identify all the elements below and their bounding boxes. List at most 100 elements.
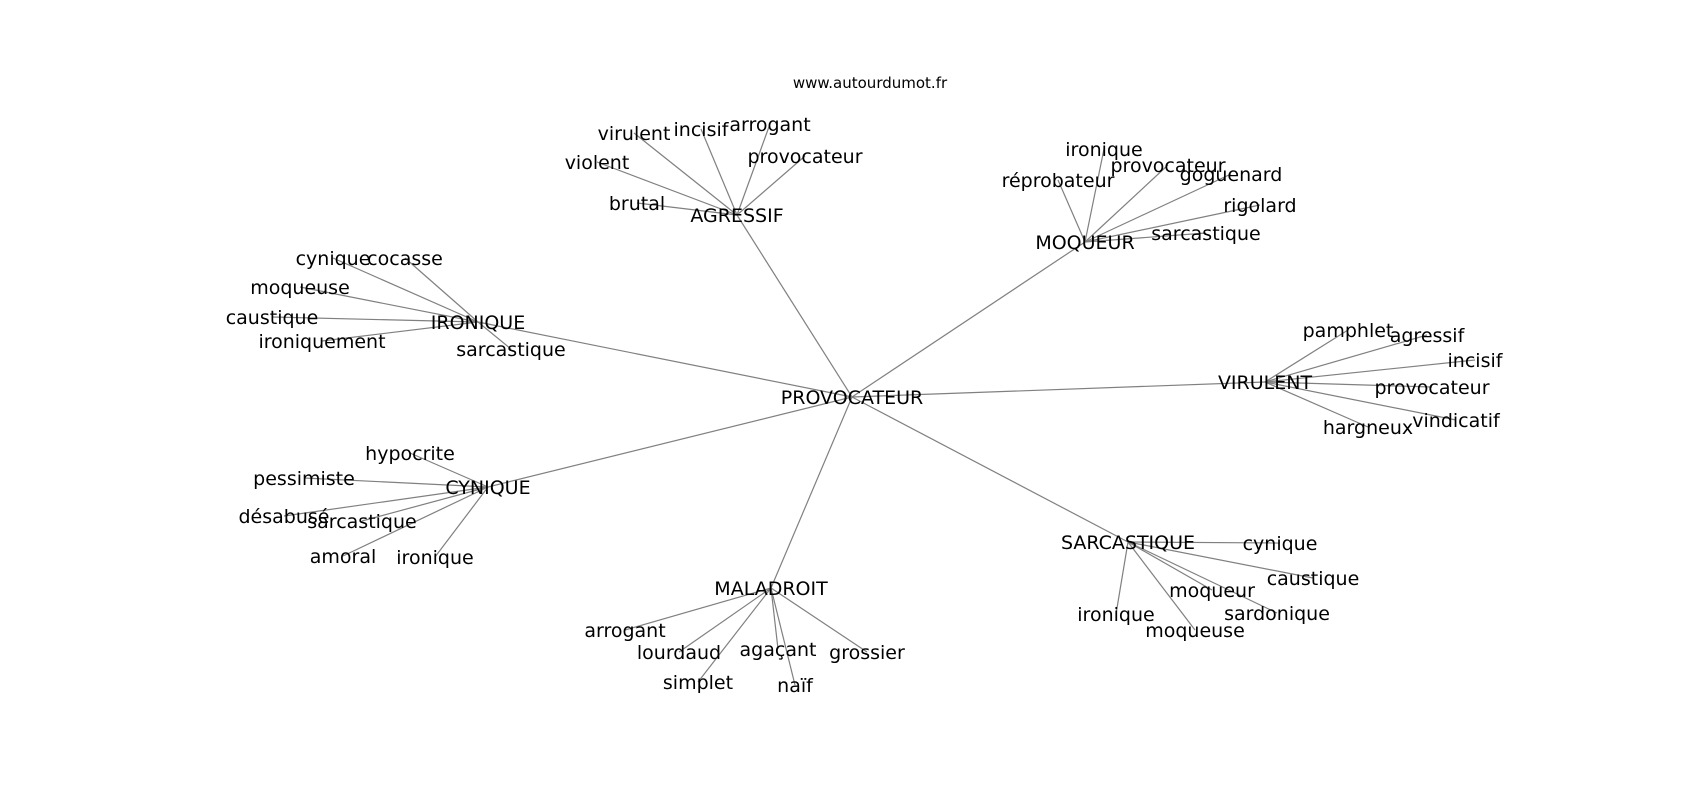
edge-hub-to-leaf: [736, 123, 771, 216]
leaf-node-label: sarcastique: [456, 339, 565, 361]
edge-hub-to-leaf: [1127, 541, 1196, 631]
edge-center-to-hub: [851, 396, 1129, 543]
edge-hub-to-leaf: [1264, 381, 1369, 428]
hub-node-label: VIRULENT: [1218, 372, 1313, 394]
edge-hub-to-leaf: [770, 587, 779, 650]
edge-center-to-hub: [851, 241, 1086, 398]
edge-hub-to-leaf: [1084, 148, 1105, 243]
leaf-node-label: moqueur: [1169, 580, 1255, 602]
edge-hub-to-leaf: [1115, 541, 1129, 615]
edge-hub-to-leaf: [636, 202, 738, 216]
edge-hub-to-leaf: [633, 132, 738, 216]
leaf-node-label: cynique: [1243, 533, 1318, 555]
edge-hub-to-leaf: [1264, 359, 1476, 383]
leaf-node-label: provocateur: [1374, 377, 1489, 399]
hub-node-label: AGRESSIF: [690, 205, 783, 227]
edge-hub-to-leaf: [596, 161, 738, 216]
edge-hub-to-leaf: [477, 321, 512, 350]
leaf-node-label: rigolard: [1223, 195, 1296, 217]
hub-node-label: IRONIQUE: [431, 312, 525, 334]
leaf-node-label: arrogant: [729, 114, 810, 136]
edge-hub-to-leaf: [283, 486, 489, 517]
edge-hub-to-leaf: [404, 257, 479, 323]
edge-hub-to-leaf: [1264, 334, 1428, 383]
leaf-node-label: moqueuse: [250, 277, 350, 299]
watermark-text: www.autourdumot.fr: [793, 74, 948, 92]
leaf-node-label: hargneux: [1323, 417, 1413, 439]
leaf-node-label: caustique: [226, 307, 319, 329]
leaf-node-label: sarcastique: [307, 511, 416, 533]
leaf-node-label: ironique: [1077, 604, 1154, 626]
edges-layer: [271, 123, 1476, 686]
leaf-node-label: amoral: [310, 546, 377, 568]
leaf-node-label: sarcastique: [1151, 223, 1260, 245]
edge-hub-to-leaf: [1084, 232, 1207, 243]
edge-hub-to-leaf: [303, 477, 489, 488]
edge-hub-to-leaf: [700, 128, 738, 216]
leaf-node-label: incisif: [674, 119, 730, 141]
leaf-node-label: incisif: [1448, 350, 1504, 372]
edge-hub-to-leaf: [1084, 204, 1261, 243]
leaf-node-label: provocateur: [747, 146, 862, 168]
leaf-node-label: arrogant: [584, 620, 665, 642]
leaf-node-label: moqueuse: [1145, 620, 1245, 642]
edge-center-to-hub: [851, 381, 1266, 398]
leaf-node-label: virulent: [598, 123, 671, 145]
edge-hub-to-leaf: [678, 587, 772, 653]
edge-hub-to-leaf: [1127, 541, 1281, 544]
center-node-label: PROVOCATEUR: [781, 387, 923, 409]
leaf-node-label: ironique: [1065, 139, 1142, 161]
leaf-node-label: cocasse: [367, 248, 443, 270]
leaf-node-label: brutal: [609, 193, 665, 215]
leaf-node-label: cynique: [296, 248, 371, 270]
leaf-node-label: agaçant: [740, 639, 817, 661]
edge-hub-to-leaf: [736, 155, 806, 216]
leaf-node-label: ironique: [396, 547, 473, 569]
leaf-node-label: sardonique: [1224, 603, 1330, 625]
edge-hub-to-leaf: [1264, 381, 1433, 388]
leaf-node-label: réprobateur: [1002, 170, 1115, 192]
edge-hub-to-leaf: [770, 587, 796, 686]
leaf-node-label: provocateur: [1110, 155, 1225, 177]
edge-center-to-hub: [477, 321, 853, 398]
leaf-node-label: grossier: [829, 642, 905, 664]
hub-node-label: MOQUEUR: [1035, 232, 1134, 254]
edge-hub-to-leaf: [1264, 329, 1349, 383]
leaf-node-label: pamphlet: [1303, 320, 1394, 342]
edge-hub-to-leaf: [1084, 173, 1232, 243]
edge-hub-to-leaf: [332, 257, 479, 323]
edge-hub-to-leaf: [770, 587, 868, 653]
edge-hub-to-leaf: [271, 316, 479, 323]
leaf-node-label: pessimiste: [253, 468, 355, 490]
edge-hub-to-leaf: [1127, 541, 1314, 579]
leaf-node-label: vindicatif: [1412, 410, 1501, 432]
hub-node-label: MALADROIT: [714, 578, 828, 600]
leaf-node-label: naïf: [777, 675, 814, 697]
leaf-node-label: violent: [565, 152, 630, 174]
leaf-node-label: ironiquement: [258, 331, 385, 353]
edge-hub-to-leaf: [697, 587, 772, 683]
leaf-node-label: désabusé: [239, 506, 330, 528]
edge-hub-to-leaf: [342, 486, 489, 557]
edge-hub-to-leaf: [1127, 541, 1278, 614]
leaf-node-label: goguenard: [1180, 164, 1283, 186]
edge-hub-to-leaf: [1264, 381, 1457, 421]
leaf-node-label: simplet: [663, 672, 733, 694]
edge-hub-to-leaf: [361, 486, 489, 522]
hub-node-label: CYNIQUE: [445, 477, 530, 499]
leaf-node-label: lourdaud: [637, 642, 721, 664]
edge-hub-to-leaf: [321, 321, 479, 342]
edge-center-to-hub: [736, 214, 853, 398]
edge-hub-to-leaf: [624, 587, 772, 631]
leaf-node-label: hypocrite: [365, 443, 455, 465]
edge-hub-to-leaf: [1057, 179, 1086, 243]
hub-node-label: SARCASTIQUE: [1061, 532, 1195, 554]
edge-hub-to-leaf: [434, 486, 489, 558]
edge-hub-to-leaf: [409, 452, 489, 488]
edge-center-to-hub: [487, 396, 853, 488]
edge-hub-to-leaf: [1084, 164, 1169, 243]
edge-hub-to-leaf: [1127, 541, 1213, 591]
edge-hub-to-leaf: [299, 286, 479, 323]
